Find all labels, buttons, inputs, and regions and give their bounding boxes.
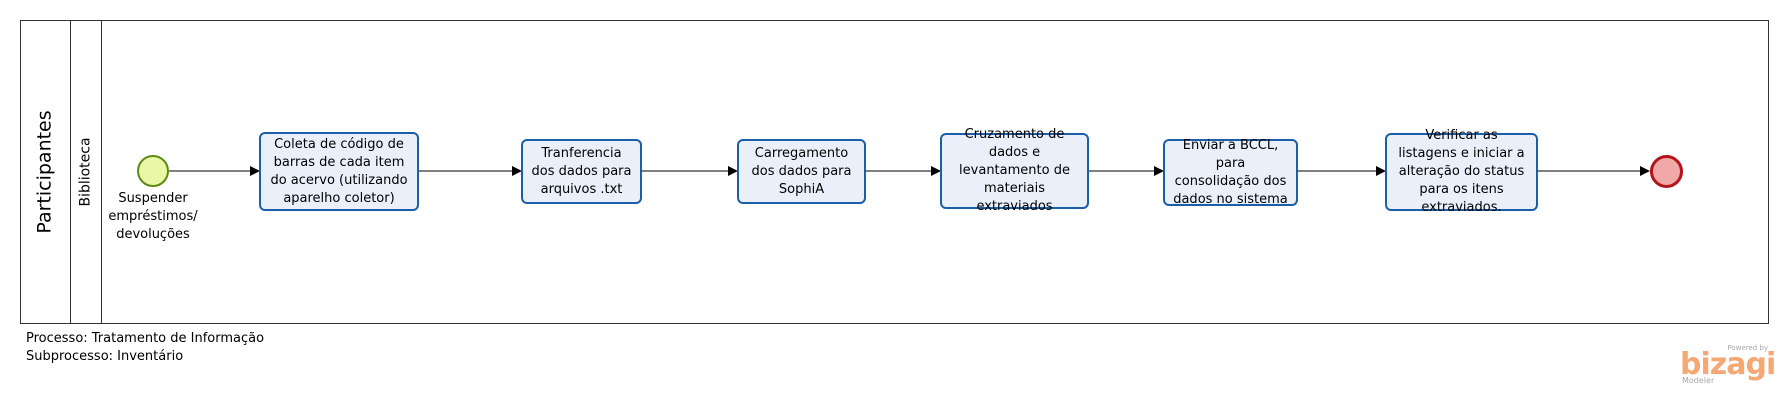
- start-event-caption: Suspender empréstimos/ devoluções: [108, 191, 198, 242]
- brand-product: Modeler: [1682, 376, 1715, 385]
- footer-process: Processo: Tratamento de Informação: [26, 331, 265, 346]
- lane-label: Biblioteca: [77, 137, 94, 207]
- pool-border: [20, 20, 1769, 324]
- start-event[interactable]: [137, 155, 169, 187]
- lane-header: Biblioteca: [70, 20, 101, 324]
- pool-label: Participantes: [34, 110, 57, 234]
- task-cruzamento-dados[interactable]: Cruzamento de dados e levantamento de ma…: [940, 127, 1089, 214]
- footer-subprocess: Subprocesso: Inventário: [26, 349, 184, 364]
- task-verificar-listagens[interactable]: Verificar as listagens e iniciar a alter…: [1385, 128, 1538, 215]
- task-transferencia-dados[interactable]: Tranferencia dos dados para arquivos .tx…: [521, 139, 642, 204]
- task-carregamento-sophia[interactable]: Carregamento dos dados para SophiA: [737, 139, 866, 204]
- bizagi-logo: Powered by bizagi Modeler: [1680, 344, 1776, 386]
- brand-powered-by: Powered by: [1727, 344, 1768, 352]
- brand-name: bizagi: [1680, 347, 1776, 382]
- pool-header: Participantes: [20, 20, 70, 324]
- task-coleta-codigo-barras[interactable]: Coleta de código de barras de cada item …: [259, 132, 419, 211]
- task-enviar-bccl[interactable]: Enviar a BCCL, para consolidação dos dad…: [1163, 138, 1298, 207]
- end-event[interactable]: [1650, 155, 1683, 188]
